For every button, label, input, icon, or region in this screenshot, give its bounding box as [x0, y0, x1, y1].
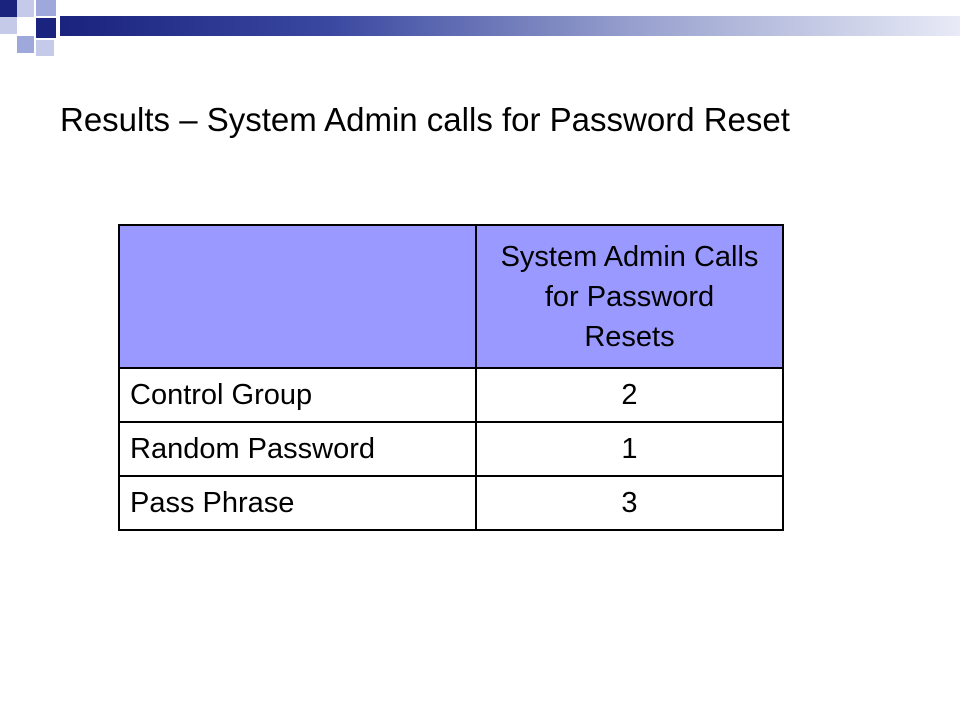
- deco-square: [0, 0, 17, 17]
- deco-square: [36, 40, 54, 56]
- row-value: 2: [475, 367, 784, 423]
- row-value: 3: [475, 475, 784, 531]
- results-table: System Admin Calls for Password Resets C…: [118, 224, 784, 531]
- header-gradient-bar: [60, 16, 960, 36]
- header-cell-calls: System Admin Calls for Password Resets: [475, 224, 784, 369]
- deco-square: [17, 17, 34, 34]
- deco-square: [0, 17, 17, 34]
- deco-square: [17, 36, 34, 53]
- row-value: 1: [475, 421, 784, 477]
- table-row: Random Password 1: [118, 421, 784, 477]
- deco-square: [36, 0, 56, 16]
- row-label: Pass Phrase: [118, 475, 477, 531]
- header-decoration: [0, 0, 960, 60]
- slide-title: Results – System Admin calls for Passwor…: [60, 101, 790, 138]
- row-label: Random Password: [118, 421, 477, 477]
- table-row: Pass Phrase 3: [118, 475, 784, 531]
- table-header-row: System Admin Calls for Password Resets: [118, 224, 784, 369]
- header-cell-empty: [118, 224, 477, 369]
- deco-square: [17, 0, 34, 17]
- table-row: Control Group 2: [118, 367, 784, 423]
- row-label: Control Group: [118, 367, 477, 423]
- deco-square: [36, 18, 56, 38]
